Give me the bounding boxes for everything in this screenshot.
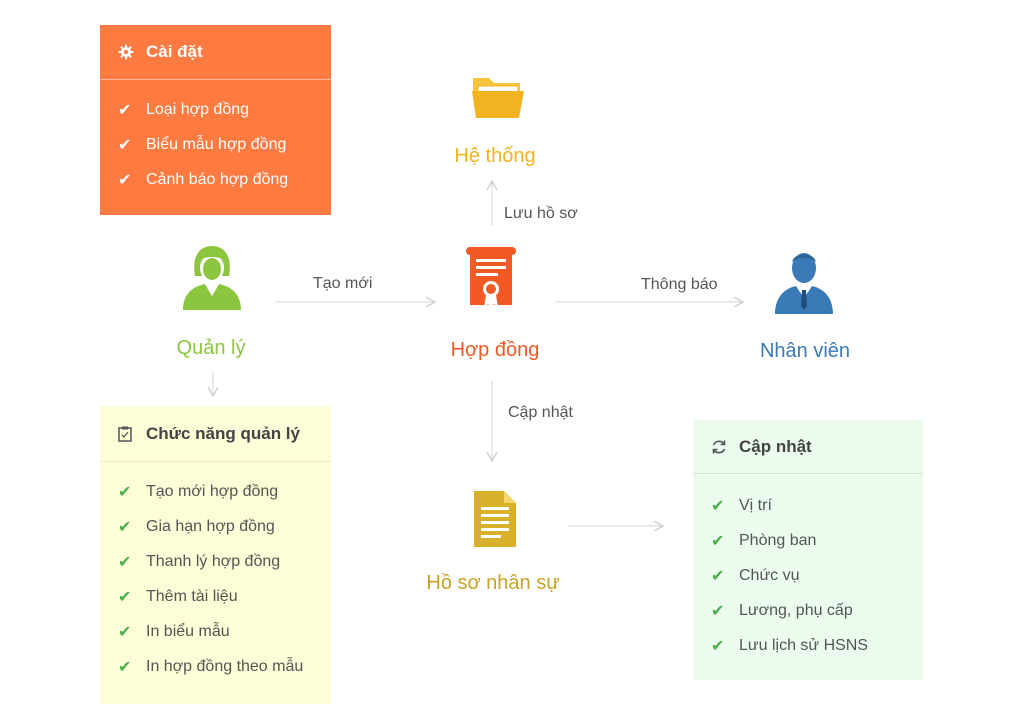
edge-update-label: Cập nhật: [508, 404, 573, 421]
node-employee-label: Nhân viên: [759, 340, 851, 362]
list-item: ✔ Vị trí: [711, 488, 923, 523]
management-title: Chức năng quản lý: [146, 423, 300, 443]
list-item: ✔ Gia hạn hợp đồng: [118, 509, 331, 544]
edge-create-new-label: Tạo mới: [313, 275, 373, 292]
list-item-label: Lưu lịch sử HSNS: [739, 636, 869, 654]
list-item-label: Thanh lý hợp đồng: [146, 552, 281, 570]
list-item-label: Cảnh báo hợp đồng: [146, 170, 289, 188]
check-icon: ✔: [118, 101, 132, 119]
document-icon: [472, 489, 518, 554]
list-item-label: Biểu mẫu hợp đồng: [146, 135, 287, 153]
list-item: ✔ Biểu mẫu hợp đồng: [118, 127, 331, 162]
list-item-label: Chức vụ: [739, 566, 800, 584]
list-item-label: Loại hợp đồng: [146, 100, 250, 118]
node-hr-records-label: Hồ sơ nhân sự: [426, 572, 560, 594]
list-item-label: Vị trí: [739, 496, 772, 514]
check-icon: ✔: [118, 483, 132, 501]
list-item-label: Phòng ban: [739, 531, 817, 549]
management-panel: Chức năng quản lý ✔ Tạo mới hợp đồng ✔ Gia…: [100, 406, 331, 704]
list-item: ✔ In hợp đồng theo mẫu: [118, 649, 331, 684]
management-list: ✔ Tạo mới hợp đồng ✔ Gia hạn hợp đồng ✔ Tha…: [100, 462, 331, 684]
list-item: ✔ Cảnh báo hợp đồng: [118, 162, 331, 197]
list-item: ✔ Lưu lịch sử HSNS: [711, 628, 923, 663]
list-item-label: In hợp đồng theo mẫu: [146, 657, 304, 675]
list-item: ✔ In biểu mẫu: [118, 614, 331, 649]
check-icon: ✔: [118, 518, 132, 536]
list-item-label: Lương, phụ cấp: [739, 601, 853, 619]
update-list: ✔ Vị trí ✔ Phòng ban ✔ Chức vụ ✔ Lương, phụ …: [693, 474, 923, 663]
check-icon: ✔: [118, 136, 132, 154]
settings-title: Cài đặt: [146, 42, 203, 61]
manager-woman-icon: [181, 246, 243, 317]
list-item-label: Tạo mới hợp đồng: [146, 482, 279, 500]
check-icon: ✔: [711, 497, 725, 515]
check-icon: ✔: [711, 637, 725, 655]
node-system-label: Hệ thống: [454, 145, 536, 167]
list-item: ✔ Lương, phụ cấp: [711, 593, 923, 628]
check-icon: ✔: [118, 553, 132, 571]
list-item: ✔ Chức vụ: [711, 558, 923, 593]
gear-icon: [118, 44, 134, 60]
list-item: ✔ Loại hợp đồng: [118, 92, 331, 127]
management-header: Chức năng quản lý: [100, 406, 331, 462]
list-item: ✔ Thêm tài liệu: [118, 579, 331, 614]
list-item: ✔ Tạo mới hợp đồng: [118, 474, 331, 509]
list-item-label: Thêm tài liệu: [146, 587, 238, 605]
check-icon: ✔: [711, 567, 725, 585]
employee-man-icon: [774, 248, 834, 319]
list-item-label: In biểu mẫu: [146, 622, 230, 640]
check-icon: ✔: [118, 588, 132, 606]
check-icon: ✔: [711, 532, 725, 550]
check-icon: ✔: [118, 623, 132, 641]
node-contract-label: Hợp đồng: [450, 339, 540, 361]
edge-notify-label: Thông báo: [641, 276, 718, 293]
contract-certificate-icon: [462, 245, 520, 316]
settings-panel: Cài đặt ✔ Loại hợp đồng ✔ Biểu mẫu hợp đồn…: [100, 25, 331, 215]
update-panel: Cập nhật ✔ Vị trí ✔ Phòng ban ✔ Chức vụ ✔ Lư…: [693, 420, 923, 680]
folder-icon: [470, 72, 528, 127]
list-item-label: Gia hạn hợp đồng: [146, 517, 275, 535]
settings-header: Cài đặt: [100, 25, 331, 80]
check-icon: ✔: [118, 658, 132, 676]
edge-save-record-label: Lưu hồ sơ: [504, 205, 578, 222]
check-icon: ✔: [711, 602, 725, 620]
list-item: ✔ Phòng ban: [711, 523, 923, 558]
list-item: ✔ Thanh lý hợp đồng: [118, 544, 331, 579]
refresh-icon: [711, 439, 727, 455]
node-manager-label: Quản lý: [176, 337, 246, 359]
update-title: Cập nhật: [739, 436, 812, 456]
settings-list: ✔ Loại hợp đồng ✔ Biểu mẫu hợp đồng ✔ Cảnh …: [100, 80, 331, 197]
check-icon: ✔: [118, 171, 132, 189]
clipboard-icon: [118, 426, 134, 442]
update-header: Cập nhật: [693, 420, 923, 474]
